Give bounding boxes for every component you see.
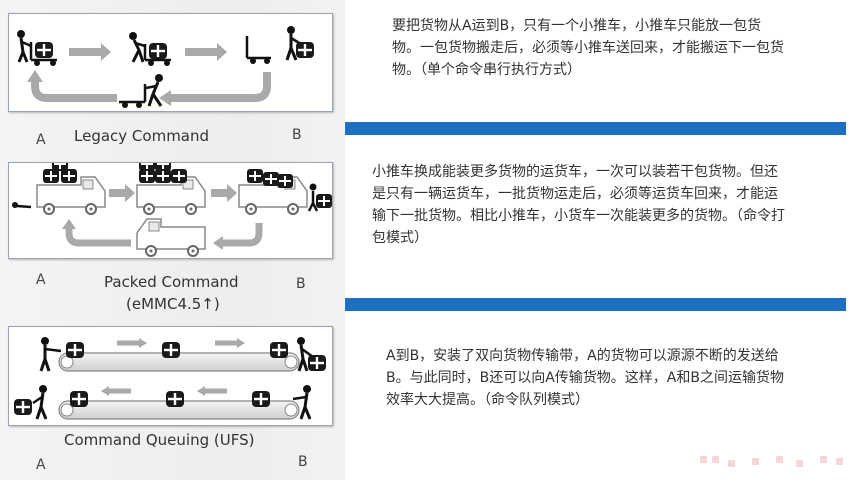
command-queuing-diagram — [8, 326, 333, 426]
packed-command-description: 小推车换成能装更多货物的运货车，一次可以装若干包货物。但还是只有一辆运货车，一批… — [372, 164, 785, 246]
caption-command-queuing: Command Queuing (UFS) — [64, 431, 255, 449]
label-a: A — [36, 457, 46, 473]
legacy-command-description: 要把货物从A运到B，只有一个小推车，小推车只能放一包货物。一包货物搬走后，必须等… — [392, 18, 784, 78]
truck-loaded-icon — [36, 163, 106, 215]
person-b-receiving-icon — [297, 337, 326, 372]
caption-packed-command: Packed Command — [104, 273, 239, 291]
legacy-command-diagram — [8, 13, 333, 112]
return-arrow-icon — [169, 72, 271, 102]
conveyor-belt-b-to-a — [58, 386, 300, 420]
hand-cart-icon — [17, 30, 57, 66]
packed-command-diagram — [8, 162, 333, 259]
arrow-right-icon — [69, 43, 111, 61]
divider-bar — [345, 298, 846, 311]
arrow-right-icon — [185, 43, 227, 61]
caption-packed-version: (eMMC4.5↑) — [126, 295, 220, 313]
returning-cart-icon — [119, 74, 163, 108]
label-a: A — [36, 272, 46, 288]
caption-legacy-command: Legacy Command — [74, 127, 210, 145]
label-b: B — [292, 127, 302, 143]
label-a: A — [36, 132, 46, 148]
person-b-sending-icon — [292, 385, 312, 420]
truck-full-icon — [136, 163, 206, 215]
command-queuing-description: A到B，安装了双向货物传输带，A的货物可以源源不断的发送给B。与此同时，B还可以… — [386, 348, 784, 408]
conveyor-belt-a-to-b — [58, 338, 300, 372]
person-a-receiving-icon — [14, 385, 48, 420]
truck-empty-icon — [136, 218, 206, 257]
divider-bar — [345, 122, 846, 135]
person-loading-icon — [12, 202, 32, 209]
unload-cart-icon — [245, 26, 314, 64]
truck-unloading-icon — [238, 169, 308, 215]
person-a-sending-icon — [39, 337, 62, 372]
arrow-right-icon — [109, 184, 135, 202]
pushing-cart-icon — [129, 32, 171, 66]
arrow-right-icon — [211, 184, 237, 202]
return-arrow-icon — [221, 223, 263, 247]
label-b: B — [296, 276, 306, 292]
person-unloading-icon — [307, 183, 332, 212]
label-b: B — [298, 454, 308, 470]
